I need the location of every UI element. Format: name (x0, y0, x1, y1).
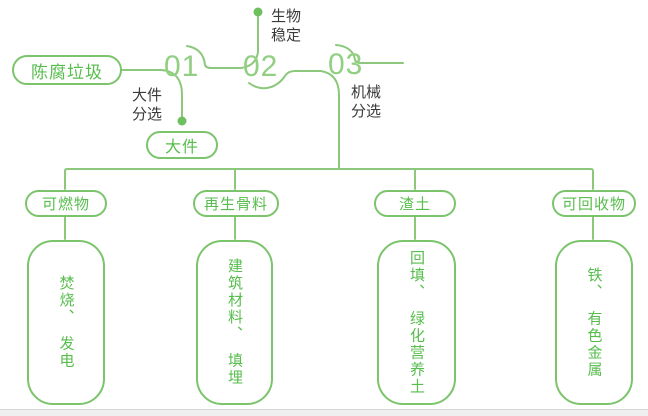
line-03-tail (335, 44, 404, 64)
step-number-03: 03 (328, 48, 364, 81)
node-result-incineration-power: 焚烧、 发电 (27, 240, 105, 405)
result-text: 建筑材料、 填埋 (226, 258, 243, 387)
category-label: 渣土 (398, 196, 431, 213)
line-01-to-02 (186, 45, 242, 69)
node-bulky-label: 大件 (164, 139, 199, 156)
label-bulky-sorting: 大件 分选 (132, 87, 163, 123)
node-category-combustibles: 可燃物 (25, 190, 107, 217)
result-text: 焚烧、 发电 (57, 275, 75, 370)
node-source-aged-waste: 陈腐垃圾 (12, 55, 122, 85)
node-source-label: 陈腐垃圾 (31, 62, 103, 82)
category-label: 可燃物 (41, 196, 90, 213)
step-number-01: 01 (164, 50, 200, 83)
node-result-building-materials-landfill: 建筑材料、 填埋 (196, 240, 273, 405)
line-01-branch-down (160, 69, 183, 118)
node-category-recycled-aggregate: 再生骨料 (193, 190, 279, 217)
node-result-iron-nonferrous-metals: 铁、 有色金属 (555, 240, 633, 405)
category-label: 再生骨料 (203, 196, 268, 213)
node-result-backfill-nutrient-soil: 回填、 绿化营养土 (377, 240, 456, 405)
category-label: 可回收物 (561, 196, 626, 213)
result-text: 铁、 有色金属 (585, 266, 603, 379)
dot-biological-stabilization (253, 7, 263, 17)
bottom-divider (0, 409, 648, 416)
node-bulky-output: 大件 (146, 131, 218, 159)
label-biological-stabilization: 生物 稳定 (271, 8, 302, 44)
node-category-recyclables: 可回收物 (552, 190, 636, 217)
node-category-slag-soil: 渣土 (374, 190, 456, 217)
line-02-branch-up (240, 16, 259, 69)
label-mechanical-sorting: 机械 分选 (351, 84, 382, 120)
result-text: 回填、 绿化营养土 (408, 249, 425, 396)
dot-bulky-output (177, 116, 187, 126)
line-02-to-03 (248, 70, 322, 90)
line-03-branch-down (320, 70, 340, 169)
line-distribution-bar (64, 168, 594, 190)
step-number-02: 02 (243, 50, 279, 83)
